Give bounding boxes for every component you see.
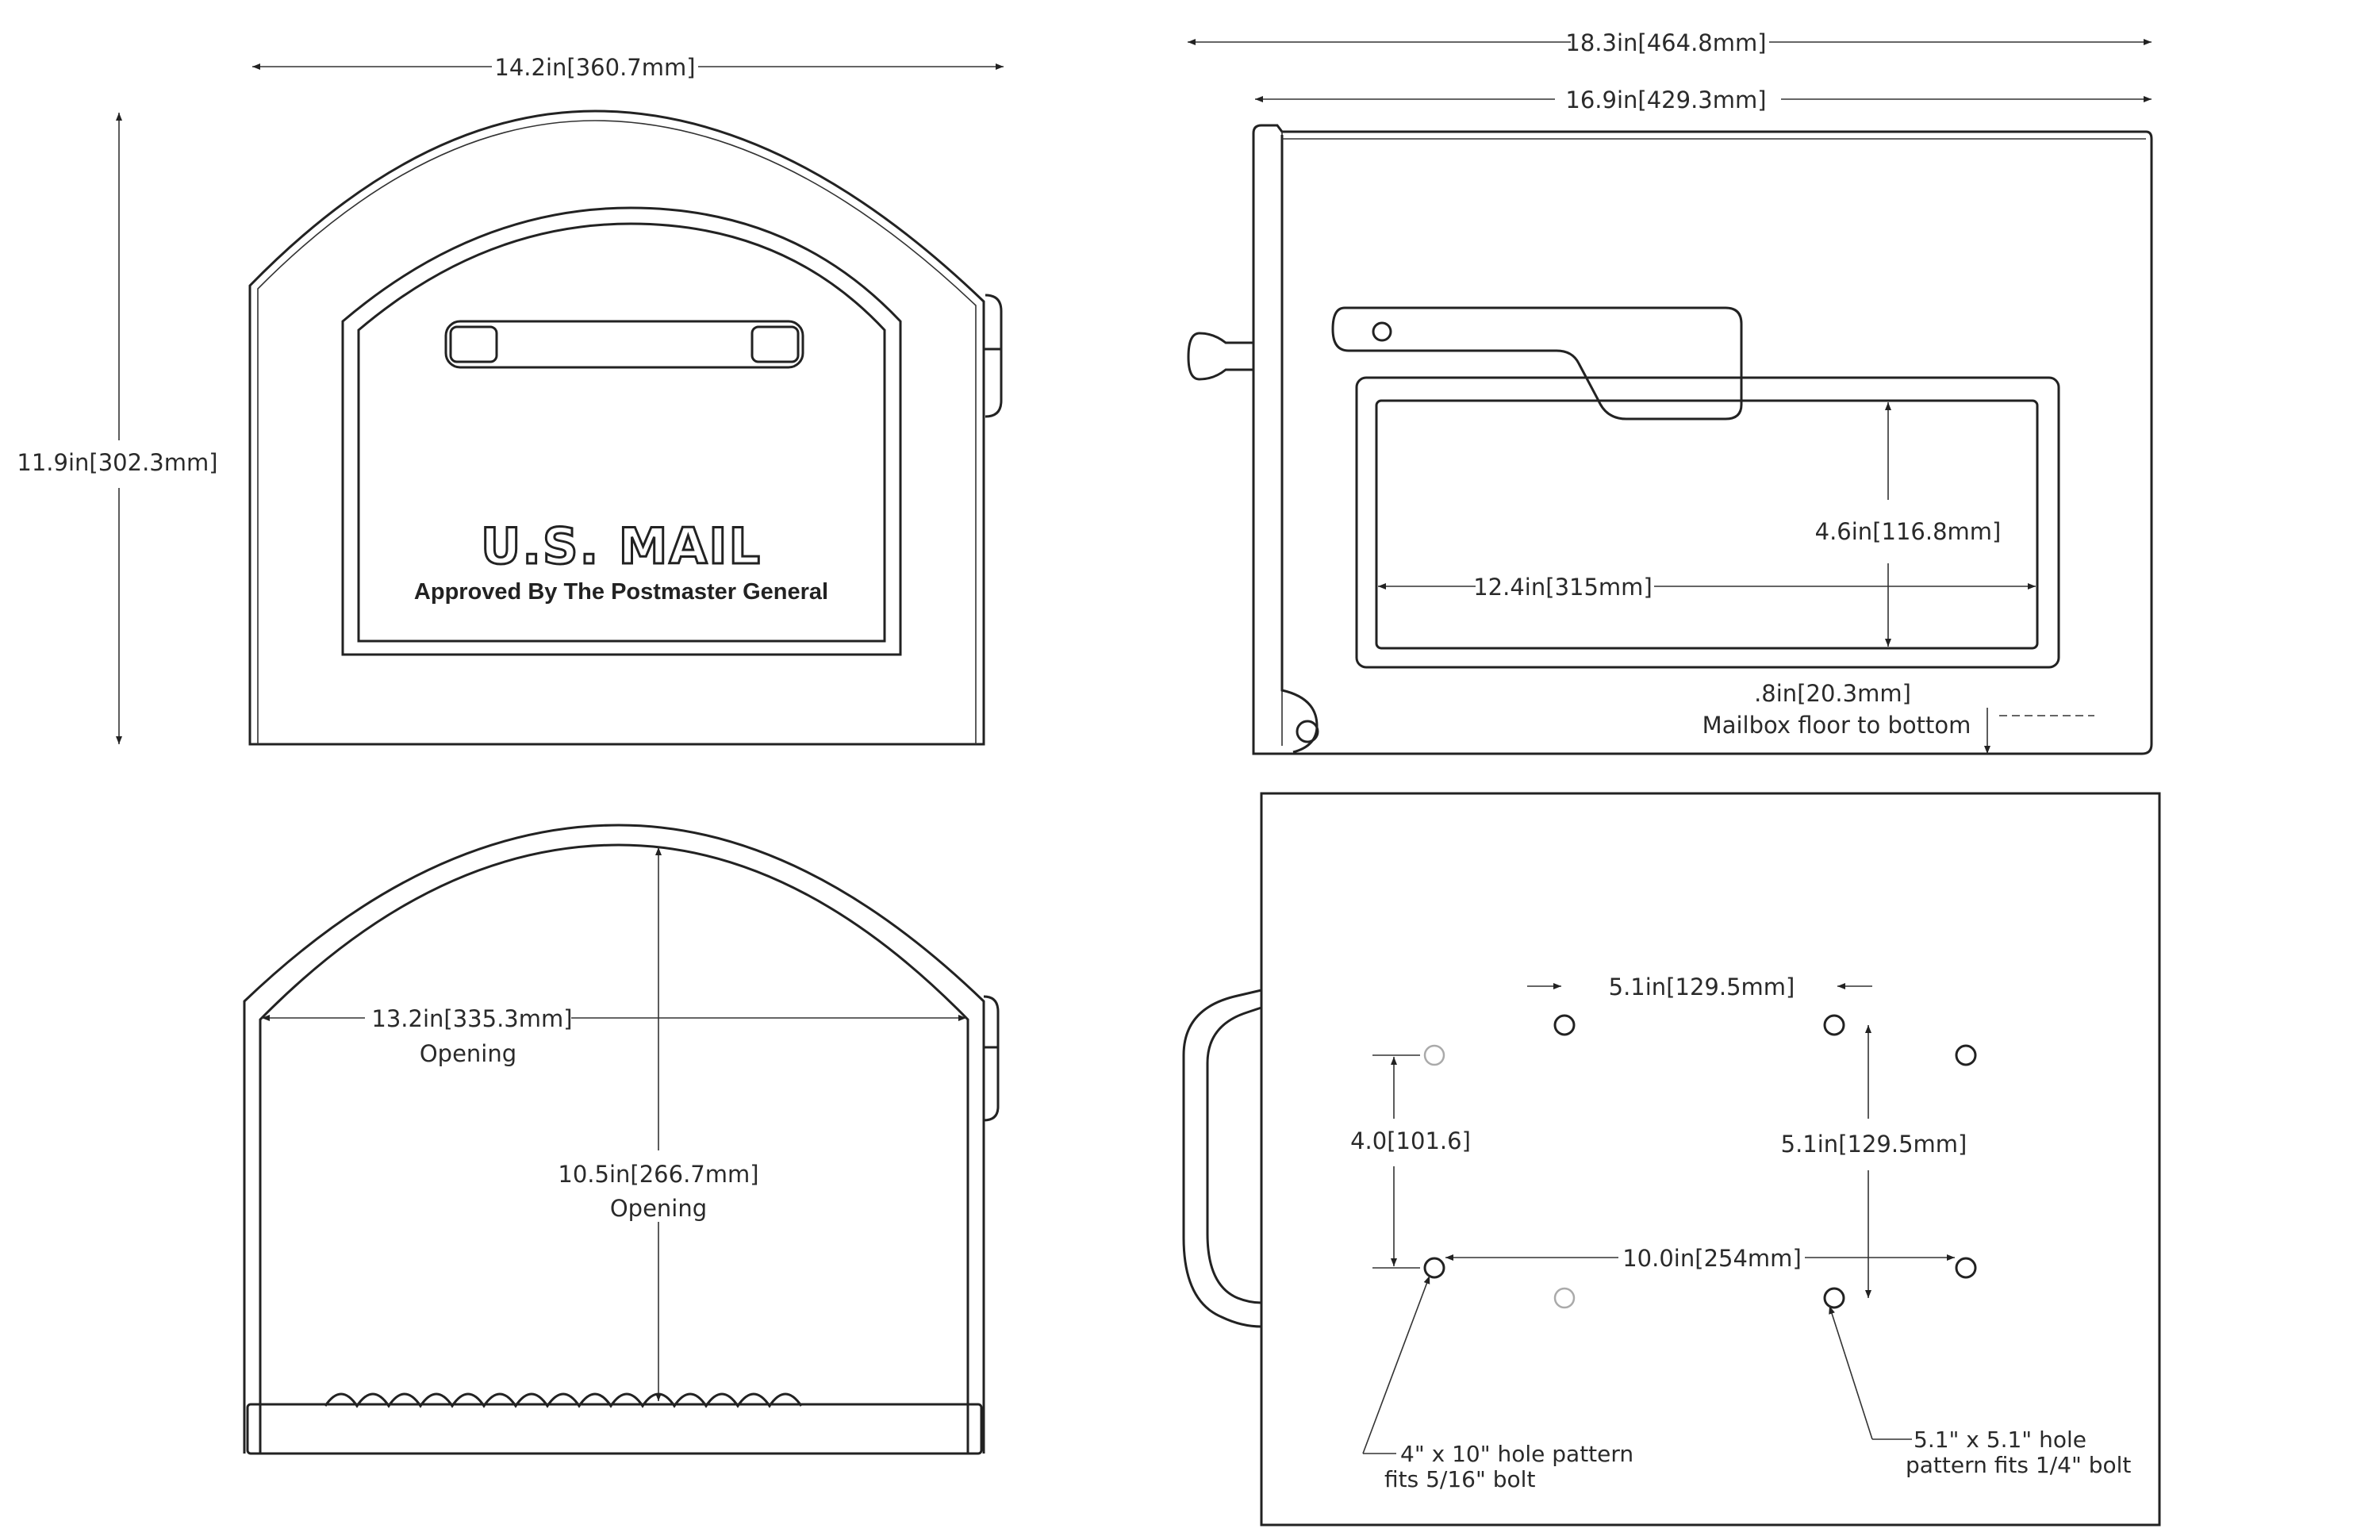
dim-window-height: 4.6in[116.8mm] (1815, 402, 2002, 647)
opening-inner (259, 843, 969, 1454)
hole-left-lower (1423, 1257, 1445, 1279)
top-spacing-mm: 129.5mm (1676, 974, 1787, 1000)
front-door-inner (357, 222, 886, 643)
front-view: U.S. MAIL Approved By The Postmaster Gen… (17, 54, 1004, 746)
front-body-inner (257, 120, 977, 744)
window-height-mm: 116.8mm (1882, 518, 1993, 545)
side-hinge (1296, 720, 1319, 743)
opening-view: 13.2in[335.3mm] Opening 10.5in[266.7mm] … (243, 824, 1000, 1455)
bottom-spacing-mm: 254mm (1704, 1245, 1793, 1272)
door-title: U.S. MAIL (481, 517, 762, 575)
note-left-line1: 4" x 10" hole pattern (1400, 1441, 1633, 1467)
svg-text:11.9in[302.3mm]: 11.9in[302.3mm] (17, 449, 217, 476)
window-height-value: 4.6in (1815, 518, 1873, 545)
svg-text:5.1in[129.5mm]: 5.1in[129.5mm] (1609, 974, 1795, 1000)
dim-bottom-spacing: 10.0in[254mm] (1445, 1245, 1955, 1272)
dim-floor-to-bottom: .8in[20.3mm] Mailbox floor to bottom (1702, 680, 2094, 754)
side-window-outer (1355, 376, 2060, 669)
left-spacing-value: 4.0 (1350, 1127, 1387, 1154)
body-length-value: 16.9in (1565, 86, 1637, 113)
floor-mm: 20.3mm (1806, 680, 1902, 707)
door-subtitle: Approved By The Postmaster General (414, 579, 828, 605)
left-spacing-mm: 101.6 (1396, 1127, 1462, 1154)
dim-overall-length: 18.3in[464.8mm] (1188, 29, 2152, 56)
front-width-value: 14.2in (494, 54, 566, 81)
hole-top-right (1823, 1014, 1845, 1036)
top-spacing-value: 5.1in (1609, 974, 1667, 1000)
note-right-leader: 5.1" x 5.1" hole pattern fits 1/4" bolt (1829, 1305, 2131, 1478)
overall-length-mm: 464.8mm (1647, 29, 1758, 56)
dim-right-spacing: 5.1in[129.5mm] (1781, 1025, 1967, 1298)
opening-outer (243, 824, 985, 1454)
dim-opening-width: 13.2in[335.3mm] Opening (262, 1005, 966, 1067)
dim-left-spacing: 4.0[101.6] (1350, 1054, 1471, 1269)
window-length-value: 12.4in (1473, 574, 1545, 601)
front-height-mm: 302.3mm (98, 449, 209, 476)
side-view: 18.3in[464.8mm] 16.9in[429.3mm] 4.6in[11… (1187, 29, 2153, 755)
bottom-spacing-value: 10.0in (1622, 1245, 1695, 1272)
front-width-mm: 360.7mm (576, 54, 687, 81)
hole-top-left (1553, 1014, 1576, 1036)
body-length-mm: 429.3mm (1647, 86, 1758, 113)
bottom-handle-inner (1206, 1006, 1262, 1304)
side-flag (1331, 306, 1743, 421)
floor-note: Mailbox floor to bottom (1702, 712, 1971, 739)
svg-text:10.0in[254mm]: 10.0in[254mm] (1622, 1245, 1802, 1272)
dim-body-length: 16.9in[429.3mm] (1255, 86, 2152, 113)
floor-value: .8in (1754, 680, 1797, 707)
dim-front-width: 14.2in[360.7mm] (252, 54, 1004, 81)
svg-text:14.2in[360.7mm]: 14.2in[360.7mm] (494, 54, 695, 81)
right-spacing-mm: 129.5mm (1848, 1131, 1959, 1158)
dim-window-length: 12.4in[315mm] (1378, 574, 2036, 601)
hole-pattern (1423, 1014, 1977, 1309)
note-left-line2: fits 5/16" bolt (1384, 1466, 1535, 1492)
svg-text:4.0[101.6]: 4.0[101.6] (1350, 1127, 1471, 1154)
opening-floor-tray (246, 1403, 983, 1455)
svg-text:16.9in[429.3mm]: 16.9in[429.3mm] (1565, 86, 1766, 113)
hole-left-upper (1423, 1044, 1445, 1066)
opening-latch (983, 995, 1000, 1122)
bottom-plate (1260, 792, 2161, 1527)
opening-height-value: 10.5in (558, 1161, 630, 1188)
front-body-outline (248, 109, 985, 746)
front-door-handle (444, 320, 804, 369)
hole-bottom-left (1553, 1287, 1576, 1309)
front-door-outer (341, 206, 902, 656)
bottom-view: 5.1in[129.5mm] 4.0[101.6] 5.1in[129.5mm] (1182, 792, 2161, 1527)
svg-text:4.6in[116.8mm]: 4.6in[116.8mm] (1815, 518, 2002, 545)
dim-top-spacing: 5.1in[129.5mm] (1527, 974, 1872, 1000)
bottom-handle-outer (1182, 989, 1262, 1328)
side-flag-pivot (1372, 321, 1392, 342)
svg-text:10.5in[266.7mm]: 10.5in[266.7mm] (558, 1161, 758, 1188)
front-side-latch (984, 294, 1003, 418)
svg-text:.8in[20.3mm]: .8in[20.3mm] (1754, 680, 1911, 707)
right-spacing-value: 5.1in (1781, 1131, 1839, 1158)
opening-floor-ribs (324, 1392, 803, 1408)
dim-front-height: 11.9in[302.3mm] (17, 113, 218, 744)
opening-width-note: Opening (420, 1040, 516, 1067)
dim-opening-height: 10.5in[266.7mm] Opening (558, 847, 759, 1401)
svg-text:13.2in[335.3mm]: 13.2in[335.3mm] (371, 1005, 572, 1032)
opening-width-mm: 335.3mm (453, 1005, 564, 1032)
side-front-plate-edge (1280, 135, 1319, 754)
side-window-inner (1375, 399, 2039, 650)
opening-height-mm: 266.7mm (639, 1161, 750, 1188)
svg-text:12.4in[315mm]: 12.4in[315mm] (1473, 574, 1653, 601)
note-left-leader: 4" x 10" hole pattern fits 5/16" bolt (1362, 1275, 1633, 1492)
hole-far-right-upper (1955, 1044, 1977, 1066)
hole-bottom-right (1823, 1287, 1845, 1309)
side-knob (1187, 332, 1253, 381)
note-right-line2: pattern fits 1/4" bolt (1906, 1452, 2131, 1478)
opening-height-note: Opening (610, 1195, 707, 1222)
svg-text:5.1in[129.5mm]: 5.1in[129.5mm] (1781, 1131, 1967, 1158)
front-height-value: 11.9in (17, 449, 89, 476)
hole-far-right-lower (1955, 1257, 1977, 1279)
side-body-outline (1252, 124, 2153, 755)
overall-length-value: 18.3in (1565, 29, 1637, 56)
svg-text:18.3in[464.8mm]: 18.3in[464.8mm] (1565, 29, 1766, 56)
window-length-mm: 315mm (1555, 574, 1644, 601)
note-right-line1: 5.1" x 5.1" hole (1914, 1427, 2086, 1453)
opening-width-value: 13.2in (371, 1005, 443, 1032)
